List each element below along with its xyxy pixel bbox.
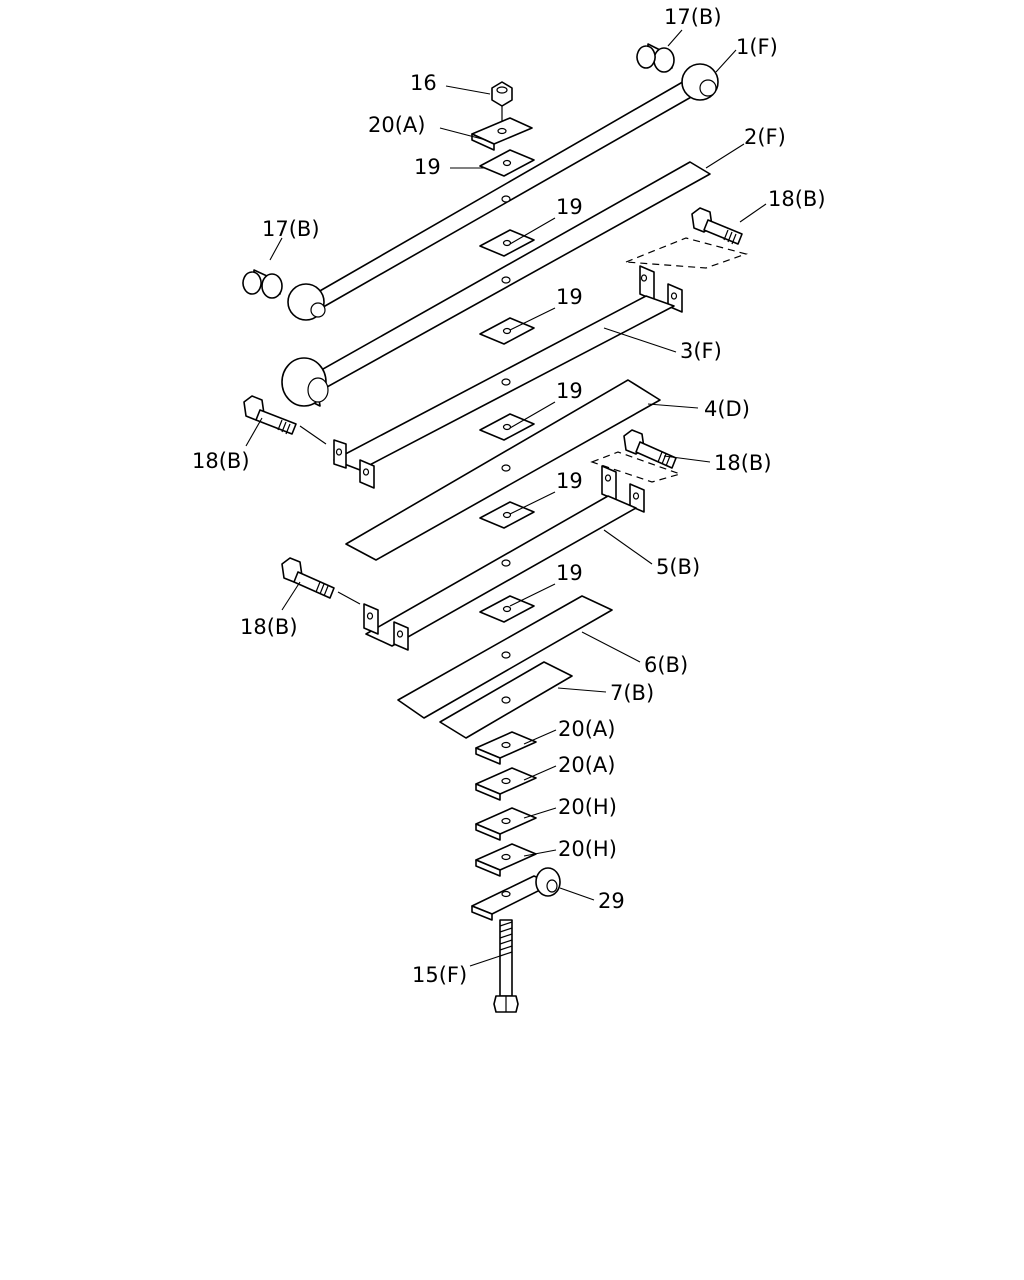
bushing-17b-top xyxy=(636,43,675,73)
pad-19-f xyxy=(479,595,535,623)
bolt-18b-right-2 xyxy=(623,429,677,469)
label-20h-2: 20(H) xyxy=(558,837,617,861)
label-18b-right-2: 18(B) xyxy=(714,451,772,475)
label-19-c: 19 xyxy=(556,285,583,309)
label-19-a: 19 xyxy=(414,155,441,179)
center-bolt-15f xyxy=(493,919,519,1013)
plate-20a-2 xyxy=(475,767,537,801)
leaf-6b xyxy=(397,595,613,719)
bushing-17b-left xyxy=(242,269,283,299)
part-labels: 17(B) 1(F) 16 20(A) 19 2(F) 19 18(B) 17(… xyxy=(192,5,826,987)
label-18b-right-1: 18(B) xyxy=(768,187,826,211)
plate-20h-1 xyxy=(475,807,537,841)
plate-20a-1 xyxy=(475,731,537,765)
bolt-18b-left-1 xyxy=(243,395,297,435)
leader-lines xyxy=(245,29,767,967)
label-4d: 4(D) xyxy=(704,397,750,421)
leaf-4d xyxy=(345,379,661,561)
label-15f: 15(F) xyxy=(412,963,467,987)
label-19-f: 19 xyxy=(556,561,583,585)
label-20a-2: 20(A) xyxy=(558,753,615,777)
bolt-18b-right-1 xyxy=(691,207,743,245)
label-2f: 2(F) xyxy=(744,125,786,149)
leaf-7b xyxy=(439,661,573,739)
pad-19-d xyxy=(479,413,535,441)
label-18b-left-1: 18(B) xyxy=(192,449,250,473)
label-20a-1: 20(A) xyxy=(558,717,615,741)
label-19-e: 19 xyxy=(556,469,583,493)
label-5b: 5(B) xyxy=(656,555,700,579)
label-20h-1: 20(H) xyxy=(558,795,617,819)
nut-16 xyxy=(491,81,513,124)
bolt-18b-left-2 xyxy=(281,557,335,599)
bracket-29 xyxy=(471,867,561,921)
pad-19-a xyxy=(479,149,535,177)
dashed-outline-2 xyxy=(590,451,682,483)
leaf-5b xyxy=(363,465,645,651)
leaf-3f xyxy=(333,265,683,489)
label-3f: 3(F) xyxy=(680,339,722,363)
leaf-1f xyxy=(287,63,719,321)
label-19-d: 19 xyxy=(556,379,583,403)
leaf-2f xyxy=(281,161,711,407)
label-19-b: 19 xyxy=(556,195,583,219)
pad-19-b xyxy=(479,229,535,257)
label-29: 29 xyxy=(598,889,625,913)
label-1f: 1(F) xyxy=(736,35,778,59)
label-16: 16 xyxy=(410,71,437,95)
label-6b: 6(B) xyxy=(644,653,688,677)
label-17b-left: 17(B) xyxy=(262,217,320,241)
label-17b-top: 17(B) xyxy=(664,5,722,29)
plate-20a-top xyxy=(471,117,533,151)
label-20a-top: 20(A) xyxy=(368,113,425,137)
dashed-outline-1 xyxy=(625,237,749,269)
label-18b-left-2: 18(B) xyxy=(240,615,298,639)
plate-20h-2 xyxy=(475,843,537,877)
label-7b: 7(B) xyxy=(610,681,654,705)
